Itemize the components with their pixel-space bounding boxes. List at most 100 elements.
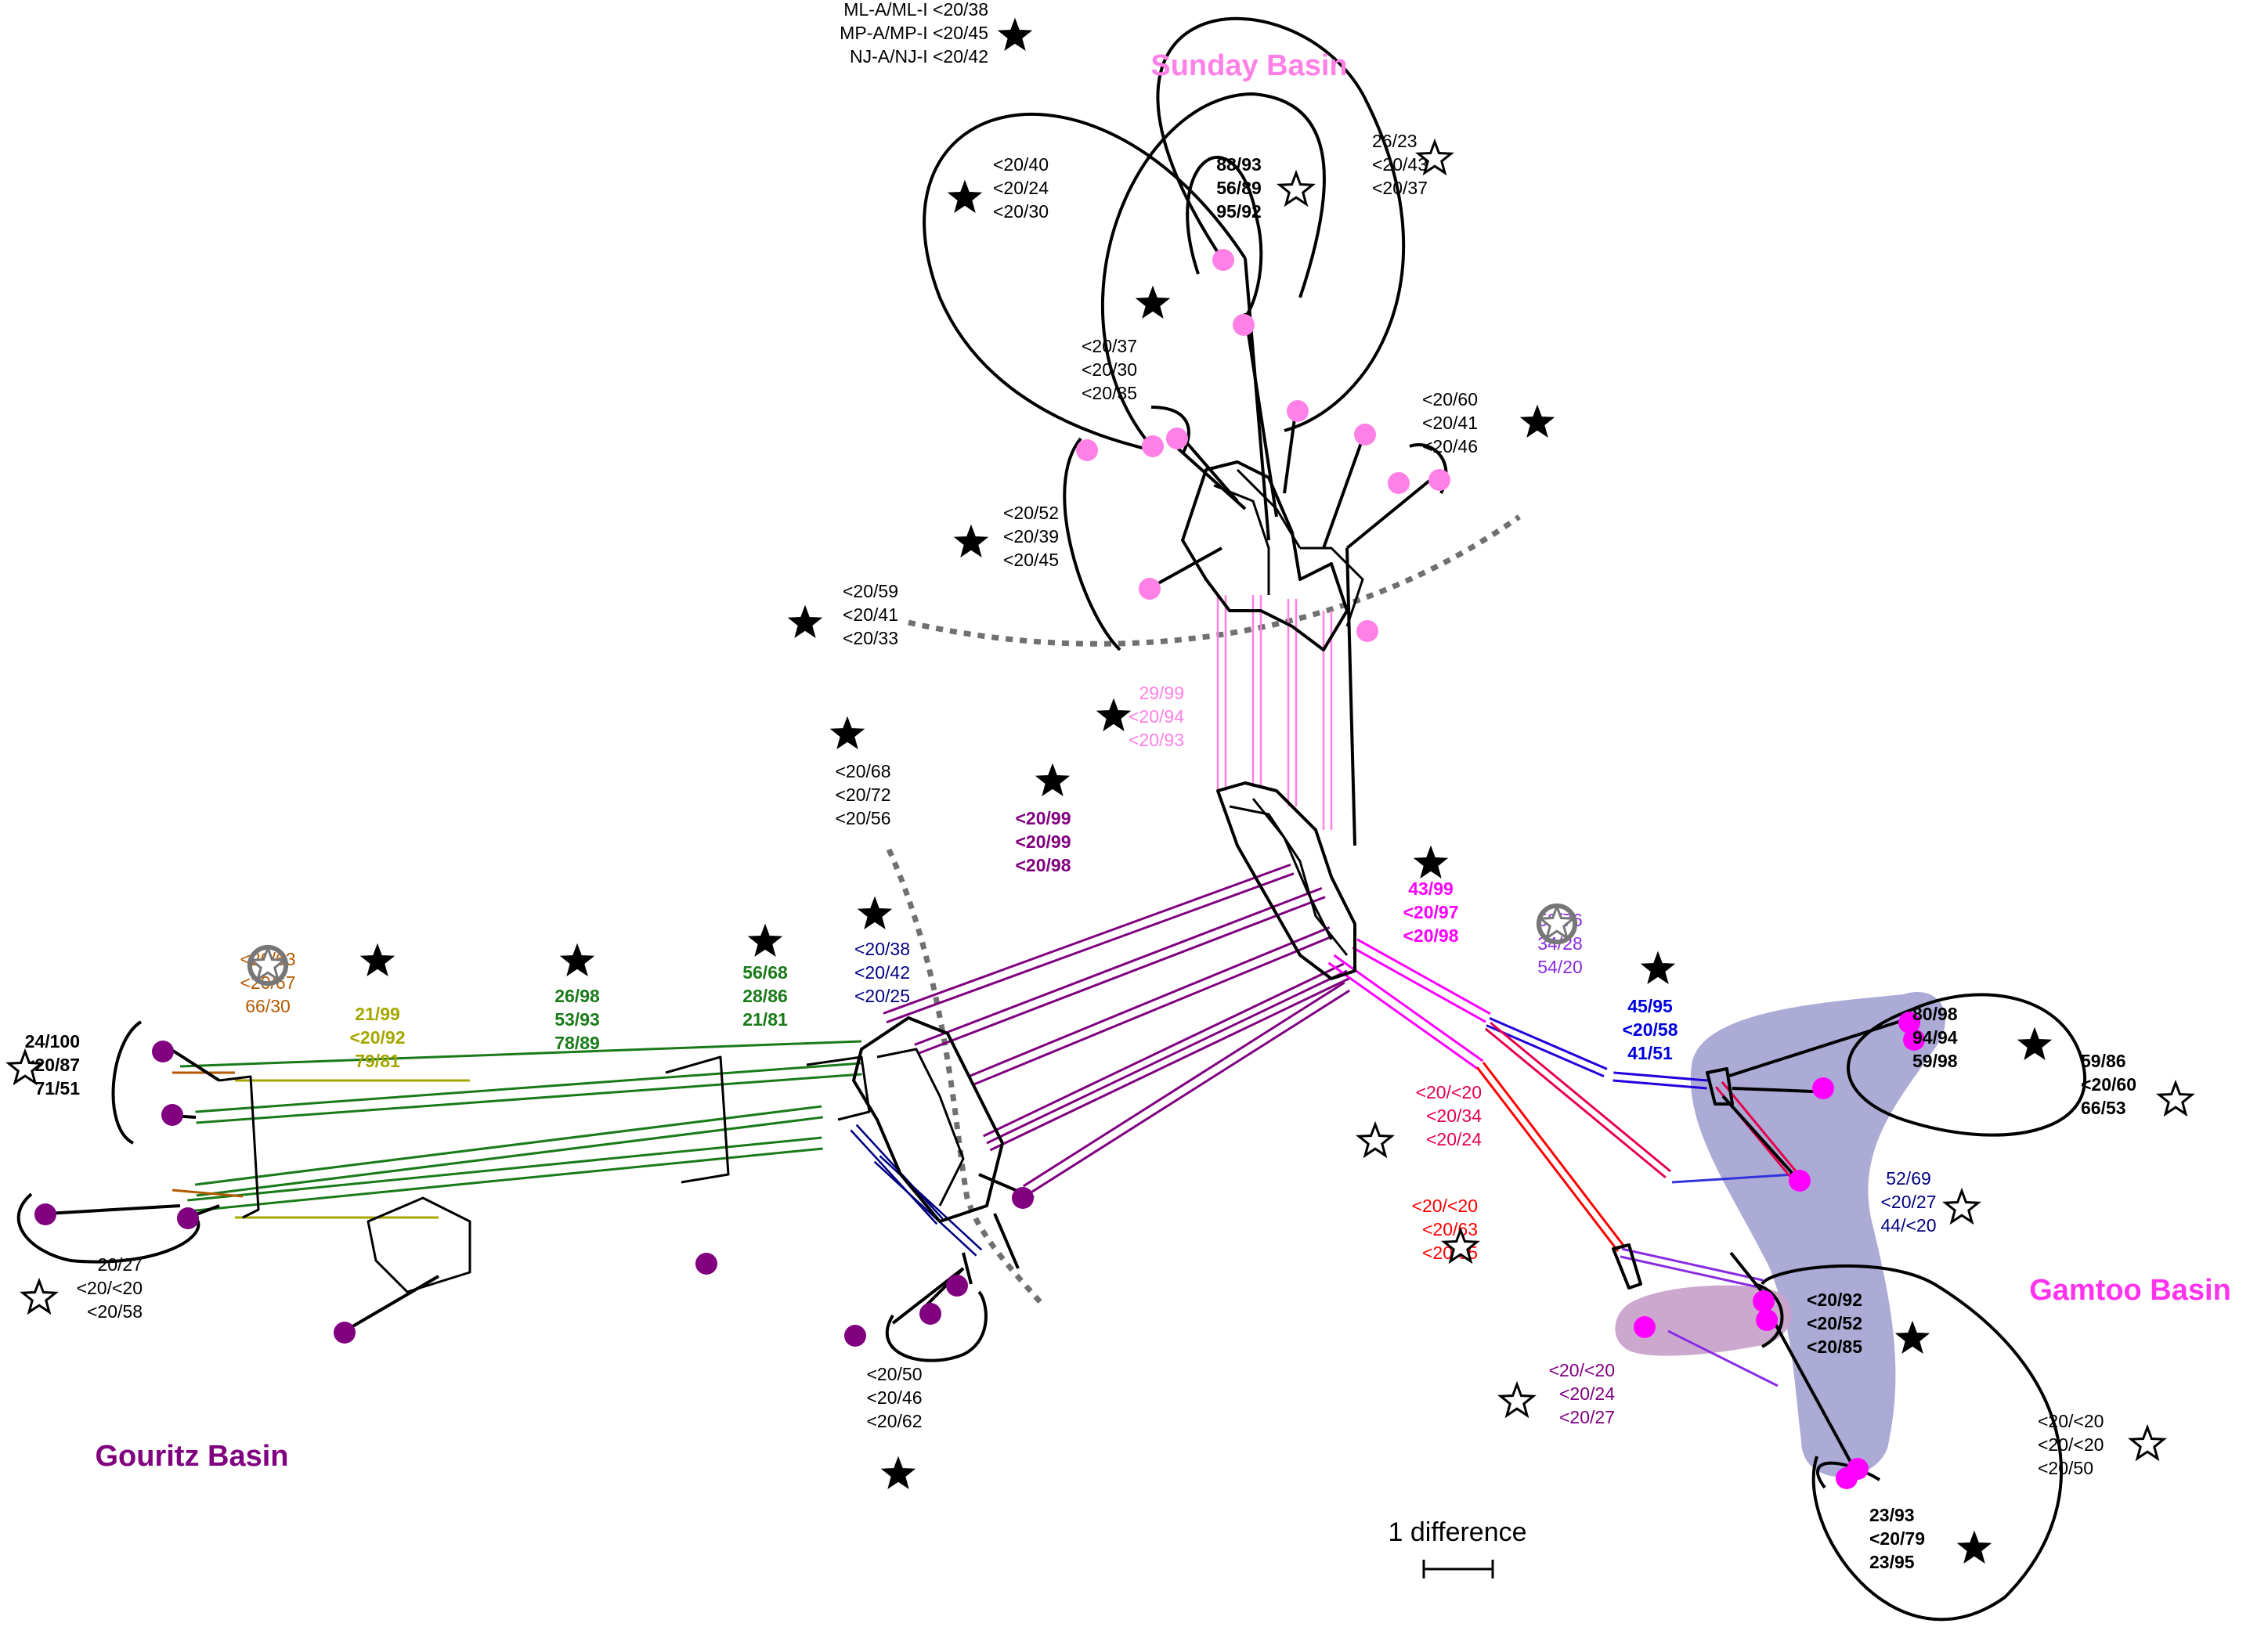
sample-node	[1753, 1290, 1775, 1312]
basin-label-gouritz: Gouritz Basin	[95, 1440, 288, 1473]
support-value-grz-2027: 20/27	[97, 1254, 143, 1275]
sample-node	[1287, 400, 1309, 422]
gouritz-stem-edge	[883, 863, 1291, 1015]
terminal-edge	[343, 1275, 440, 1333]
gouritz-splits-box	[852, 1016, 1004, 1223]
terminal-edge	[1721, 1095, 1795, 1176]
support-star-stem-43	[1413, 845, 1449, 878]
central-splits-box	[1216, 781, 1356, 980]
gamtoo-clade-loop	[1753, 1282, 1784, 1348]
support-star-gam-59	[2156, 1079, 2195, 1117]
sample-node	[1012, 1187, 1034, 1209]
support-value-grz-2038: <20/25	[854, 986, 910, 1006]
support-value-gam-2024: <20/24	[1559, 1383, 1615, 1404]
gouritz-stem-edge	[983, 962, 1345, 1138]
support-value-sun-26: <20/37	[1372, 178, 1428, 198]
support-star-stem-99	[1035, 763, 1071, 796]
gamtoo-clade-loop	[1847, 993, 2086, 1137]
sample-node	[1812, 1077, 1834, 1099]
sample-node	[919, 1303, 941, 1325]
sample-node	[1139, 578, 1161, 600]
central-splits-inner	[1251, 798, 1333, 940]
sunday-splits-inner	[1213, 484, 1270, 595]
support-value-grz-68: <20/68	[836, 761, 891, 781]
support-value-gam-5269: 44/<20	[1881, 1215, 1937, 1236]
support-star-stem-29	[1096, 698, 1132, 731]
shaded-regions	[1615, 992, 1946, 1477]
support-value-sun-59: <20/41	[843, 604, 898, 625]
gamtoo-edge-red	[1475, 1066, 1620, 1252]
gouritz-stem-edge	[986, 969, 1348, 1145]
support-value-gam-2050: <20/<20	[2038, 1434, 2104, 1455]
support-value-stem-29: <20/94	[1129, 706, 1184, 727]
support-value-gam-80: 59/98	[1912, 1051, 1958, 1071]
support-value-gam-63: <20/63	[1422, 1219, 1478, 1239]
sample-node	[695, 1253, 717, 1275]
sunday-clade-loop	[1063, 437, 1121, 651]
support-value-grz-68: <20/72	[836, 785, 891, 805]
support-star-sun-40	[947, 179, 983, 213]
gouritz-splits-inner	[876, 1048, 965, 1207]
support-value-stem-43: 43/99	[1408, 878, 1454, 899]
sunday-clade-loop	[1186, 155, 1263, 323]
gamtoo-clade-loop	[1761, 1264, 2063, 1622]
terminal-edge	[1345, 476, 1435, 550]
gamtoo-edge-crimson	[1484, 1027, 1667, 1179]
gouritz-clade-loop	[111, 1020, 143, 1145]
dashed-boundaries	[886, 514, 1522, 1306]
support-value-gam-34: <20/34	[1426, 1106, 1482, 1126]
gamtoo-edge-blue	[1613, 1071, 1708, 1082]
gamtoo-stem-edge	[1333, 954, 1484, 1062]
gouritz-stem-edge	[886, 872, 1295, 1024]
support-star-gam-5269	[1942, 1187, 1981, 1225]
support-star-gam-80	[2017, 1026, 2053, 1060]
support-star-gam-2024	[1497, 1380, 1537, 1419]
sample-node	[1233, 314, 1255, 336]
support-value-grz-2038: <20/38	[854, 939, 910, 959]
gamtoo-edge-violet	[1621, 1247, 1764, 1282]
support-value-grz-68: <20/56	[836, 808, 891, 828]
support-value-sun-88: 95/92	[1216, 201, 1262, 222]
basin-label-gamtoo: Gamtoo Basin	[2029, 1274, 2231, 1307]
support-star-grz-2050	[880, 1456, 916, 1489]
support-value-top-multi: NJ-A/NJ-I <20/42	[850, 46, 988, 67]
sample-node	[1428, 469, 1450, 491]
gouritz-edge-navy	[873, 1160, 977, 1257]
support-value-gam-2050: <20/<20	[2038, 1411, 2104, 1431]
support-value-top-multi: MP-A/MP-I <20/45	[840, 23, 988, 43]
support-value-gam-34: <20/<20	[1416, 1082, 1482, 1102]
sample-node	[1354, 424, 1376, 446]
gamtoo-edge-blue	[1671, 1173, 1794, 1184]
sample-node	[844, 1325, 866, 1347]
support-value-top-multi: ML-A/ML-I <20/38	[843, 0, 988, 20]
support-value-grz-26: 53/93	[554, 1009, 600, 1030]
gouritz-stem-edge	[1027, 989, 1351, 1196]
clade-loops	[16, 16, 2086, 1622]
sample-node	[177, 1207, 199, 1229]
support-value-gam-5269: 52/69	[1886, 1168, 1931, 1189]
support-value-grz-21: 79/81	[355, 1051, 400, 1071]
gamtoo-stem-edge	[1327, 961, 1479, 1070]
terminal-edge	[1726, 1016, 1912, 1078]
support-value-gam-23: 23/95	[1869, 1552, 1915, 1572]
gouritz-edge-green	[196, 1116, 824, 1197]
support-star-grz-21	[359, 943, 395, 976]
support-value-gam-52: 54/20	[1537, 957, 1583, 977]
gouritz-stem-edge	[917, 896, 1326, 1055]
support-value-sun-40: <20/24	[993, 178, 1049, 198]
sample-node	[1898, 1012, 1920, 1034]
network-edges	[46, 258, 1912, 1473]
support-value-gam-59: 59/86	[2081, 1051, 2126, 1071]
gouritz-edge-brown	[172, 1189, 244, 1198]
gouritz-edge-green	[179, 1040, 862, 1068]
support-value-sun-60: <20/46	[1422, 436, 1478, 456]
gouritz-clade-loop	[885, 1290, 988, 1362]
support-value-grz-56: 56/68	[742, 962, 788, 983]
gamtoo-edge-crimson	[1721, 1080, 1798, 1173]
support-value-gam-59: 66/53	[2081, 1098, 2126, 1118]
support-star-gam-92	[1894, 1320, 1930, 1354]
gamtoo-splits-box	[1612, 1243, 1642, 1290]
support-value-sun-37: <20/35	[1082, 383, 1137, 403]
